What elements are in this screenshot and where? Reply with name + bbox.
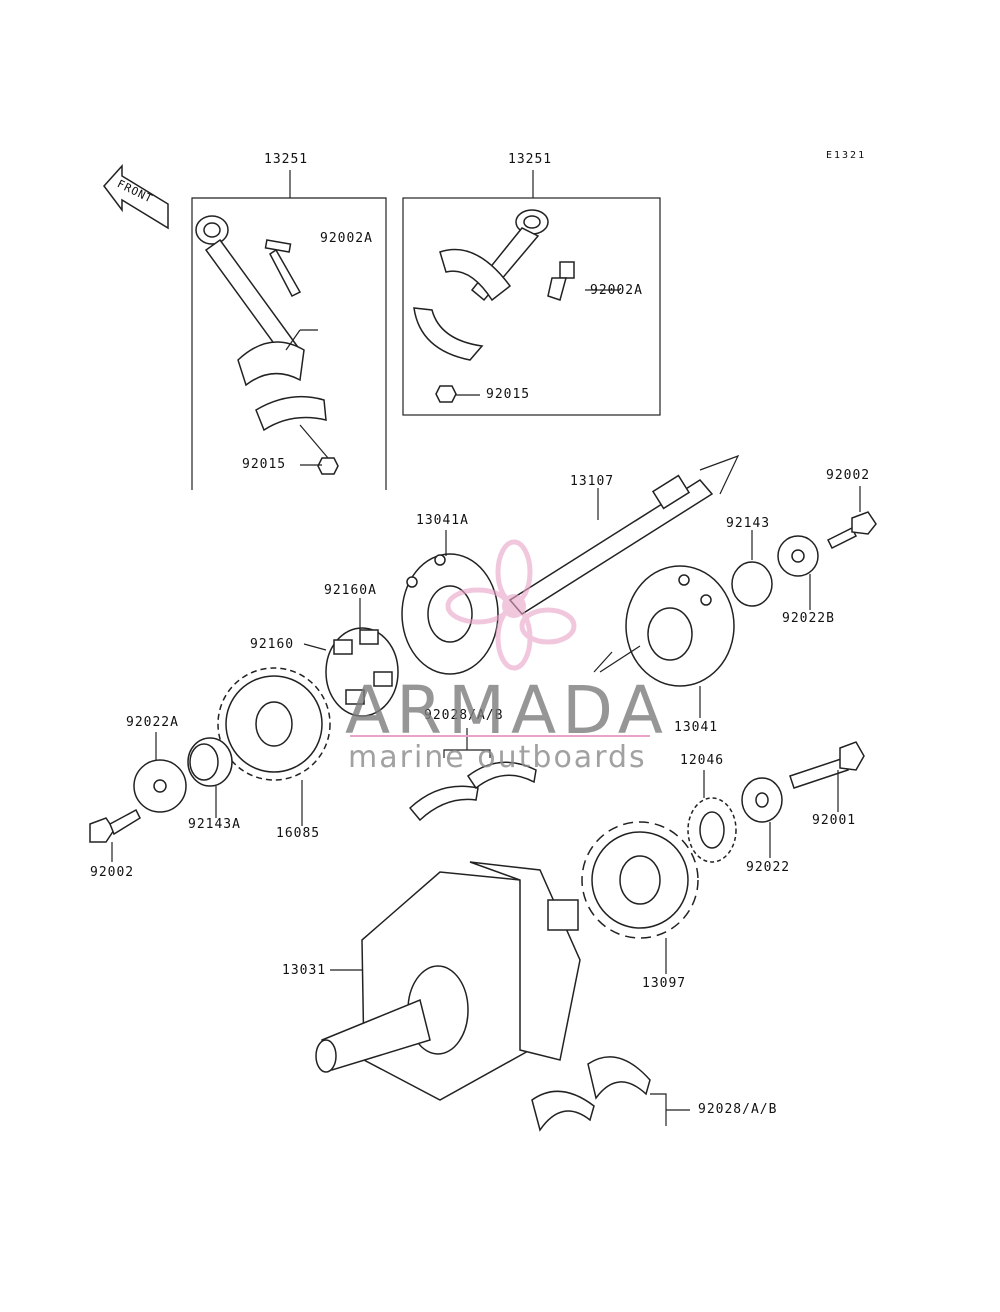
label-rod-assy-left: 13251: [264, 152, 309, 167]
gear-small: [687, 797, 737, 863]
label-washer-top: 92022B: [782, 611, 835, 626]
label-bolt-top-right: 92002: [826, 468, 871, 483]
gear-left: [217, 667, 331, 781]
watermark-logo-icon: [445, 539, 577, 671]
sprocket: [581, 821, 699, 939]
connecting-rod-left: [195, 215, 327, 432]
bearing-lower: [531, 1056, 690, 1132]
label-bolt-left-bottom: 92002: [90, 865, 135, 880]
label-coupling-left: 13041A: [416, 513, 469, 528]
label-sprocket: 13097: [642, 976, 687, 991]
watermark-brand: ARMADA: [345, 672, 669, 749]
washer-left: [133, 759, 187, 813]
front-arrow-icon: [103, 164, 169, 230]
label-bolt-left: 92002A: [320, 231, 373, 246]
label-bolt-right: 92002A: [590, 283, 643, 298]
watermark-tagline: marine outboards: [348, 740, 647, 775]
rod-box-right: [402, 197, 661, 416]
bolt-right-bottom: [789, 741, 865, 789]
label-washer-right: 92022: [746, 860, 791, 875]
label-rod-assy-right: 13251: [508, 152, 553, 167]
label-nut-right: 92015: [486, 387, 531, 402]
label-bolt-right-bottom: 92001: [812, 813, 857, 828]
label-collar-top: 92143: [726, 516, 771, 531]
label-nut-left: 92015: [242, 457, 287, 472]
label-gear-left: 16085: [276, 826, 321, 841]
label-damper: 92160: [250, 637, 295, 652]
label-collar-left: 92143A: [188, 817, 241, 832]
damper-rubber: [325, 627, 399, 717]
label-bearing-upper: 92028/A/B: [424, 708, 504, 723]
diagram-code: E1321: [826, 150, 867, 161]
rod-box-left: [191, 197, 387, 490]
bolt-top-right: [826, 511, 877, 550]
label-bearing-lower: 92028/A/B: [698, 1102, 778, 1117]
washer-right: [741, 777, 783, 823]
label-washer-left: 92022A: [126, 715, 179, 730]
washer-top: [777, 535, 819, 577]
collar-top: [731, 561, 773, 607]
coupling-right: [593, 565, 735, 687]
bearing-upper: [408, 728, 537, 822]
label-crankshaft: 13031: [282, 963, 327, 978]
rod-bolt-right: [547, 261, 575, 301]
collar-left: [187, 737, 233, 787]
rod-nut-left: [299, 424, 339, 475]
label-shaft: 13107: [570, 474, 615, 489]
label-coupling-right: 13041: [674, 720, 719, 735]
rod-nut-right: [435, 385, 457, 403]
bolt-left-bottom: [89, 808, 141, 843]
rod-bolt-left: [264, 239, 302, 297]
crankshaft: [315, 861, 581, 1101]
label-damper-a: 92160A: [324, 583, 377, 598]
connecting-rod-right: [413, 209, 549, 361]
label-gear-small: 12046: [680, 753, 725, 768]
